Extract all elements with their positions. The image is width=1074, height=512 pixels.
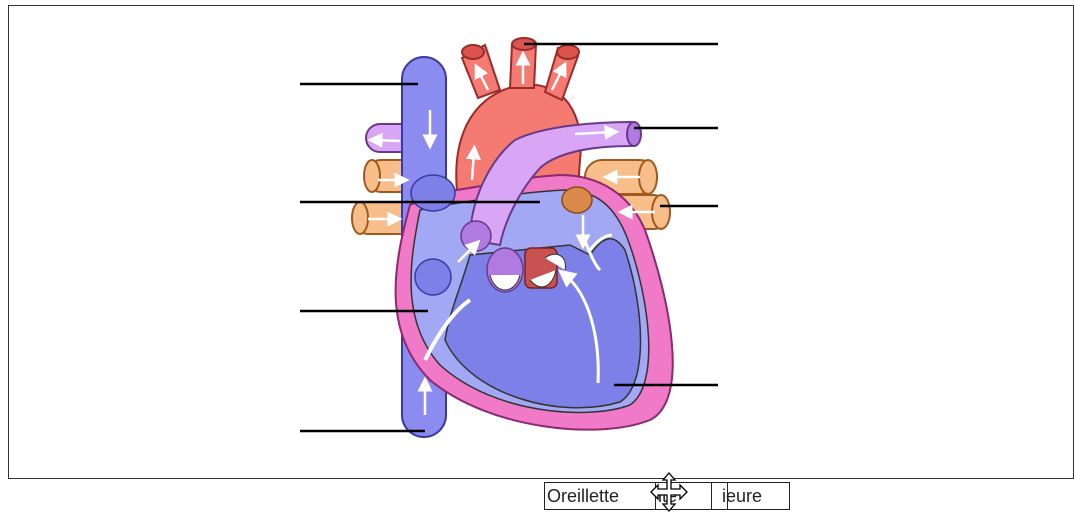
word-chip-4[interactable]: ieure (728, 482, 790, 510)
move-cursor-icon (650, 472, 688, 512)
valves (487, 248, 565, 292)
word-chip-1[interactable]: Oreillette (544, 482, 656, 510)
